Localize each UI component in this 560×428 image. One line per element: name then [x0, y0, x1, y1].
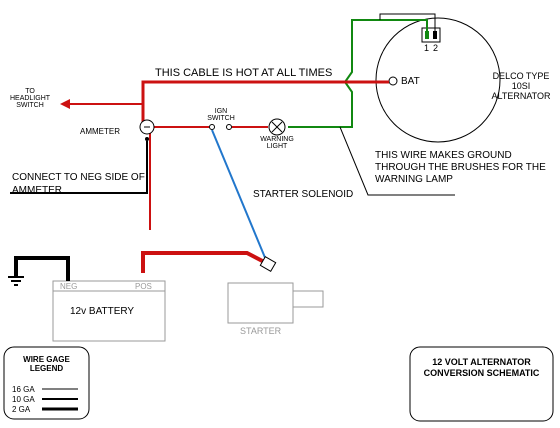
ign-label-line2: SWITCH	[207, 115, 235, 122]
delco-label-line3: ALTERNATOR	[491, 90, 551, 101]
warning-light-label: WARNING LIGHT	[257, 136, 297, 150]
title-box	[409, 346, 554, 422]
delco-label-line2: 10SI	[511, 80, 531, 91]
schematic-title-line1: 12 VOLT ALTERNATOR	[432, 357, 531, 367]
alternator-plug	[421, 27, 441, 43]
headlight-label-line1: TO	[25, 88, 35, 95]
delco-label-line1: DELCO TYPE	[492, 71, 550, 81]
blue-wire-ign-to-solenoid	[211, 129, 267, 261]
black-wire-battery-neg	[14, 256, 70, 281]
black-wire-connect-neg	[10, 141, 148, 194]
ground-note-label: THIS WIRE MAKES GROUND THROUGH THE BRUSH…	[375, 150, 546, 186]
plug-pin-2	[433, 31, 437, 39]
headlight-switch-label: TO HEADLIGHT SWITCH	[8, 88, 52, 109]
black-wire-ground-note	[339, 126, 455, 196]
connect-neg-label: CONNECT TO NEG SIDE OF AMMETER	[12, 172, 145, 197]
legend-box	[3, 346, 90, 420]
plug-pin-1	[425, 31, 429, 39]
red-hot-cable	[141, 80, 389, 127]
legend-row-10ga: 10 GA	[12, 395, 35, 404]
ammeter-label: AMMETER	[80, 127, 120, 136]
ground-note-line1: THIS WIRE MAKES GROUND	[375, 150, 512, 161]
schematic-title-line2: CONVERSION SCHEMATIC	[423, 367, 540, 378]
delco-alternator-label: DELCO TYPE 10SI ALTERNATOR	[484, 71, 558, 102]
warning-label-line2: LIGHT	[266, 143, 288, 150]
battery-body	[52, 280, 166, 342]
connect-label-line1: CONNECT TO NEG SIDE OF	[12, 172, 145, 183]
warning-label-line1: WARNING	[260, 136, 294, 143]
legend-title-line2: LEGEND	[29, 364, 64, 374]
terminal-1-label: 1	[424, 43, 430, 53]
starter-body	[227, 282, 294, 324]
ground-note-line2: THROUGH THE BRUSHES FOR THE	[375, 162, 546, 173]
legend-row-16ga: 16 GA	[12, 385, 35, 394]
alternator-body	[375, 17, 501, 143]
starter-shaft	[292, 290, 324, 308]
red-wire-battery-to-solenoid	[141, 251, 271, 273]
alternator-bat-terminal	[388, 76, 398, 86]
warning-light-cross-b	[271, 121, 283, 133]
connect-label-line2: AMMETER	[12, 184, 62, 196]
legend-title: WIRE GAGE LEGEND	[4, 355, 89, 373]
ammeter-post	[145, 137, 149, 141]
starter-solenoid-icon	[259, 255, 277, 273]
ign-switch-label: IGN SWITCH	[204, 108, 238, 122]
terminal-2-label: 2	[433, 43, 439, 53]
bat-terminal-label: BAT	[401, 76, 420, 87]
starter-label: STARTER	[240, 326, 282, 336]
hot-cable-label: THIS CABLE IS HOT AT ALL TIMES	[155, 67, 333, 79]
legend-title-line1: WIRE GAGE	[23, 355, 70, 364]
ign-label-line1: IGN	[214, 108, 228, 115]
green-wire-alternator-to-warning	[288, 19, 428, 128]
headlight-arrow-icon	[60, 99, 70, 109]
battery-neg-label: NEG	[60, 282, 78, 291]
ign-switch-terminal-right	[226, 124, 232, 130]
battery-label: 12v BATTERY	[70, 306, 135, 317]
starter-solenoid-label: STARTER SOLENOID	[253, 189, 354, 200]
legend-row-2ga: 2 GA	[12, 405, 31, 414]
ign-switch-terminal-left	[209, 124, 215, 130]
schematic-title: 12 VOLT ALTERNATOR CONVERSION SCHEMATIC	[410, 357, 553, 379]
ground-note-line3: WARNING LAMP	[375, 174, 453, 185]
headlight-label-line3: SWITCH	[16, 102, 44, 109]
battery-pos-label: POS	[135, 282, 152, 291]
headlight-label-line2: HEADLIGHT	[9, 95, 51, 102]
black-wire-terminal-2	[379, 13, 436, 31]
